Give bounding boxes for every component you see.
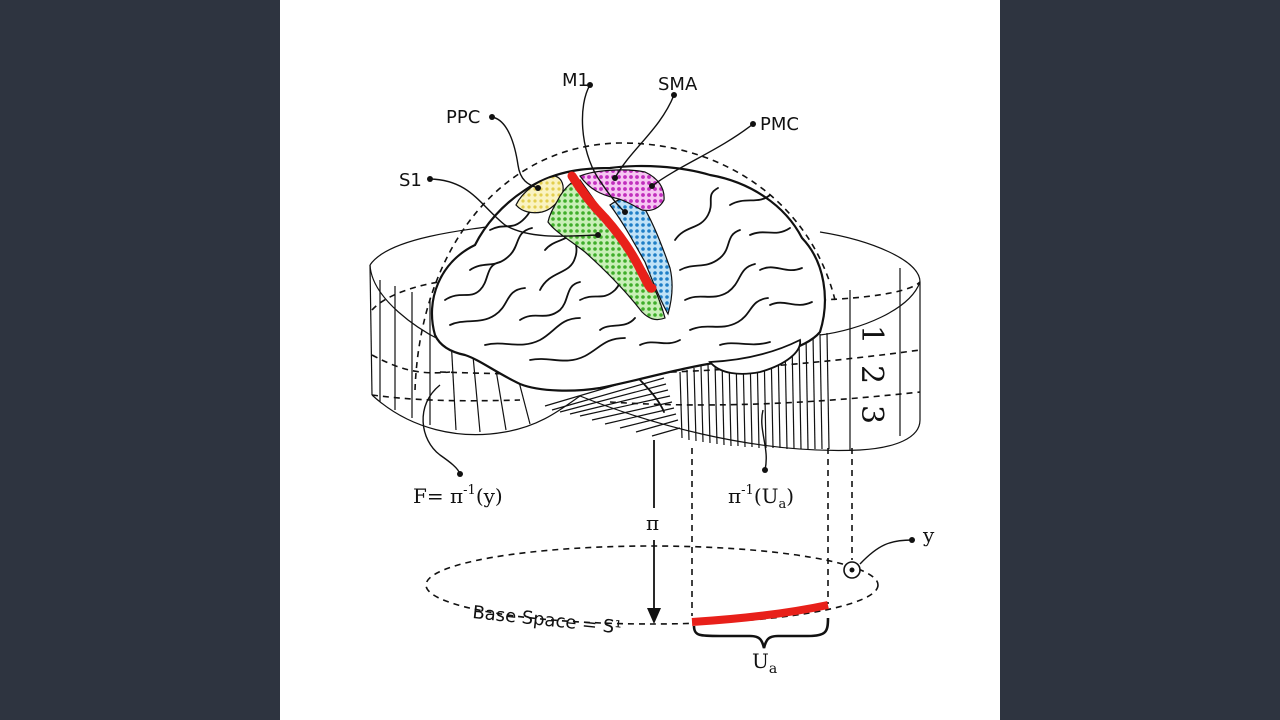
fiber-prefix: F= π (413, 484, 463, 508)
svg-text:π-1(Ua): π-1(Ua) (728, 483, 794, 512)
preimage-mid: (U (754, 484, 779, 508)
cortical-regions (515, 169, 673, 321)
point-y: y (843, 523, 935, 579)
s1-label: S1 (399, 170, 422, 191)
preimage-label: π-1(Ua) (728, 409, 794, 512)
figure-panel: 1 2 3 (280, 0, 1000, 720)
pmc-label: PMC (760, 114, 799, 135)
s1-region (547, 179, 666, 321)
point-y-label: y (922, 523, 935, 547)
ppc-label: PPC (446, 107, 480, 128)
sma-label: SMA (658, 74, 698, 95)
fiber-digit-2: 2 (854, 365, 889, 384)
projection-label: π (646, 511, 659, 535)
preimage-prefix: π (728, 484, 741, 508)
fiber-label: F= π-1(y) (413, 384, 503, 508)
preimage-sub: a (779, 497, 787, 512)
fiber-sup: -1 (463, 483, 476, 498)
brace-icon (692, 617, 830, 649)
ua-brace: Ua (692, 617, 830, 677)
fiber-digit-1: 1 (854, 325, 889, 344)
dome-outline (414, 142, 836, 391)
fiber-suffix: (y) (476, 484, 503, 508)
m1-strip (567, 171, 657, 293)
ua-main: U (752, 649, 769, 673)
down-arrow-icon (647, 608, 661, 624)
base-space-label: Base Space = S¹ (471, 602, 622, 639)
svg-text:Ua: Ua (752, 649, 777, 677)
base-space: Base Space = S¹ (425, 545, 879, 639)
fiber-digits: 1 2 3 (854, 325, 889, 424)
fiber-bundle-diagram: 1 2 3 (369, 70, 935, 677)
m1-label: M1 (562, 70, 589, 91)
preimage-sup: -1 (741, 483, 754, 498)
ua-sub: a (769, 661, 777, 677)
preimage-suffix: ) (786, 484, 794, 508)
region-labels: M1 SMA PPC PMC S1 (399, 70, 799, 238)
svg-text:F= π-1(y): F= π-1(y) (413, 483, 503, 508)
projection: π (646, 440, 661, 624)
fiber-digit-3: 3 (854, 405, 889, 424)
